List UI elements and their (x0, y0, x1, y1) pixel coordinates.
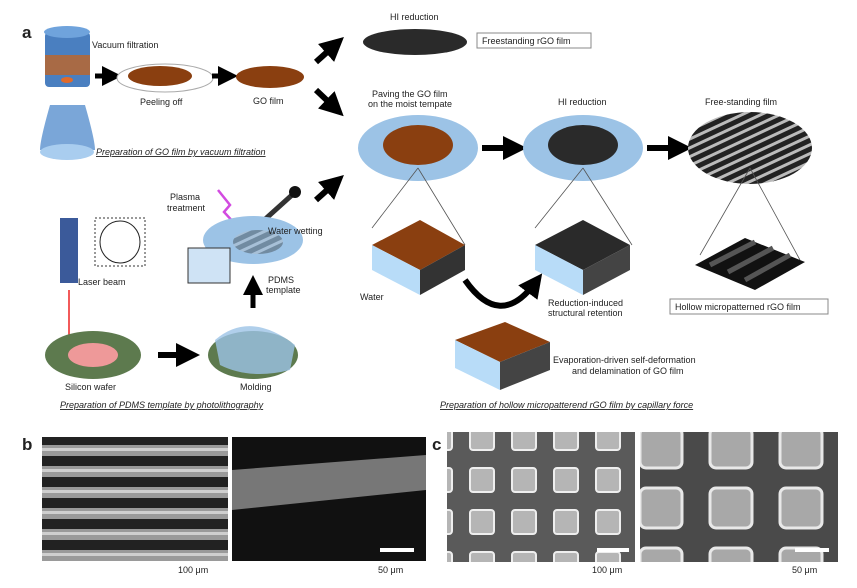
label-plasma-1: Plasma (170, 192, 200, 202)
panel-label-b: b (22, 435, 32, 454)
wafer-pattern (68, 343, 118, 367)
scale-bar (795, 548, 829, 552)
label-freestanding-rgo: Freestanding rGO film (482, 36, 571, 46)
arrow-icon (313, 174, 344, 203)
label-laser-beam: Laser beam (78, 277, 126, 287)
freestanding-rgo-box (476, 32, 592, 49)
scale-label-c2: 50 μm (792, 565, 817, 575)
pdms-mold (215, 326, 295, 374)
label-silicon-wafer: Silicon wafer (65, 382, 116, 392)
deformed-go-block (455, 322, 550, 390)
label-peeling-off: Peeling off (140, 97, 183, 107)
caption-hollow-prep: Preparation of hollow micropatterend rGO… (440, 400, 693, 410)
sem-film-layer (232, 455, 426, 510)
caption-pdms-prep: Preparation of PDMS template by photolit… (60, 400, 264, 410)
laser-inset (94, 217, 146, 267)
label-pdms-2: template (266, 285, 301, 295)
pdms-pattern (233, 230, 283, 254)
label-reduction-2: structural retention (548, 308, 623, 318)
label-water-wetting: Water wetting (268, 226, 323, 236)
scale-label-b1: 100 μm (178, 565, 208, 575)
scale-label-b2: 50 μm (378, 565, 403, 575)
label-hi-reduction-mid: HI reduction (558, 97, 607, 107)
label-vacuum-filtration: Vacuum filtration (92, 40, 158, 50)
label-molding: Molding (240, 382, 272, 392)
inset-pattern (99, 220, 141, 264)
label-pdms-1: PDMS (268, 275, 294, 285)
label-water: Water (360, 292, 384, 302)
zoom-lines (371, 167, 801, 261)
striped-rgo-film (688, 112, 812, 184)
sem-image-c-top (447, 432, 635, 562)
hollow-rgo-box (669, 298, 829, 315)
vacuum-filter-icon (40, 26, 95, 160)
sem-image-c-tilted (640, 432, 838, 562)
laser-icon (60, 218, 78, 283)
label-evap-2: and delamination of GO film (572, 366, 684, 376)
scale-bar (380, 548, 414, 552)
hollow-channels-icon (695, 238, 805, 290)
rgo-film-on-template (548, 125, 618, 165)
go-film (236, 66, 304, 88)
go-block-on-water (372, 220, 465, 295)
scale-label-c1: 100 μm (592, 565, 622, 575)
label-hi-reduction-top: HI reduction (390, 12, 439, 22)
label-go-film: GO film (253, 96, 284, 106)
curved-arrow-icon (462, 273, 543, 309)
rgo-film (363, 29, 467, 55)
label-paving-1: Paving the GO film (372, 89, 448, 99)
pdms-inset (187, 247, 231, 284)
scale-bar (597, 548, 629, 552)
go-film-peeling (128, 66, 192, 86)
panel-label-c: c (432, 435, 441, 454)
arrow-icon (313, 87, 344, 117)
plasma-icon (217, 189, 237, 226)
dropper-bulb (289, 186, 301, 198)
label-paving-2: on the moist tempate (368, 99, 452, 109)
go-film-on-template (383, 125, 453, 165)
caption-go-prep: Preparation of GO film by vacuum filtrat… (96, 147, 266, 157)
rgo-block-on-water (535, 220, 630, 295)
label-reduction-1: Reduction-induced (548, 298, 623, 308)
sem-image-b-top (42, 437, 228, 561)
label-hollow-rgo: Hollow micropatterned rGO film (675, 302, 801, 312)
arrow-icon (313, 36, 344, 65)
label-free-standing-film: Free-standing film (705, 97, 777, 107)
label-plasma-2: treatment (167, 203, 206, 213)
panel-label-a: a (22, 23, 32, 42)
label-evap-1: Evaporation-driven self-deformation (553, 355, 696, 365)
